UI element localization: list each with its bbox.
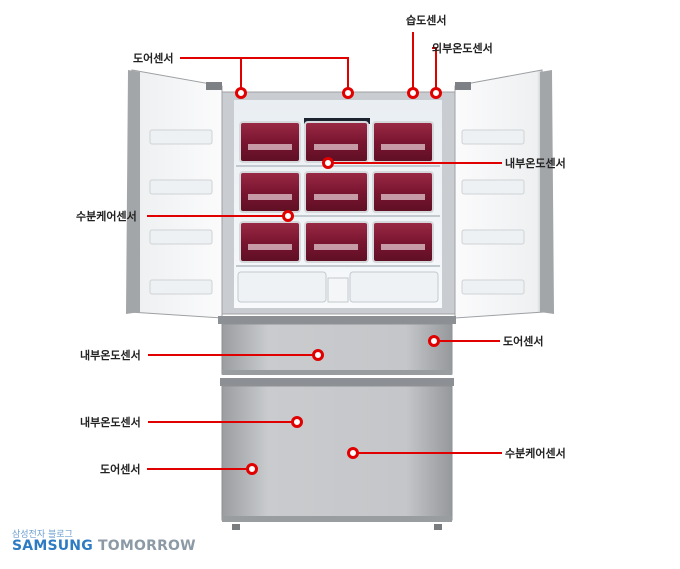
drawer-1 (218, 316, 456, 375)
label-moisture-care-sensor-left: 수분케어센서 (76, 210, 137, 223)
sensor-dot-door-d1 (428, 335, 440, 347)
sensor-dots (235, 87, 442, 475)
container-row-1 (239, 121, 434, 163)
sensor-dot-humidity (407, 87, 419, 99)
sensor-dot-inside-temp-right (322, 157, 334, 169)
callout-outside-temp (432, 47, 437, 92)
sensor-dot-door-top-left (235, 87, 247, 99)
sensor-dot-moisture-left (282, 210, 294, 222)
right-door (454, 69, 554, 319)
label-humidity-sensor: 습도센서 (406, 14, 447, 27)
label-outside-temp-sensor: 외부온도센서 (432, 42, 493, 55)
left-door (126, 69, 223, 319)
container-row-2 (239, 171, 434, 213)
label-door-sensor-drawer1: 도어센서 (503, 335, 544, 348)
sensor-dot-inside-temp-d1 (312, 349, 324, 361)
sensor-dot-outside-temp (430, 87, 442, 99)
drawer-2 (220, 378, 454, 530)
label-inside-temp-sensor-drawer2: 내부온도센서 (80, 416, 141, 429)
container-row-3 (239, 221, 434, 263)
callout-door-sensor-top (180, 57, 349, 92)
label-door-sensor-top: 도어센서 (133, 52, 174, 65)
sensor-dot-door-d2 (246, 463, 258, 475)
brand-main-text: SAMSUNG TOMORROW (12, 538, 196, 554)
brand-part1: SAMSUNG (12, 538, 93, 554)
label-door-sensor-drawer2: 도어센서 (100, 463, 141, 476)
callout-lines (147, 32, 502, 470)
brand-small-text: 삼성전자 블로그 (12, 530, 73, 540)
label-inside-temp-sensor-drawer1: 내부온도센서 (80, 349, 141, 362)
label-moisture-care-sensor-right: 수분케어센서 (505, 447, 566, 460)
label-inside-temp-sensor-right: 내부온도센서 (505, 157, 566, 170)
sensor-dot-door-top-center (342, 87, 354, 99)
brand-part2: TOMORROW (98, 538, 196, 554)
crisper-drawers (237, 271, 439, 303)
sensor-dot-moisture-right (347, 447, 359, 459)
sensor-dot-inside-temp-d2 (291, 416, 303, 428)
